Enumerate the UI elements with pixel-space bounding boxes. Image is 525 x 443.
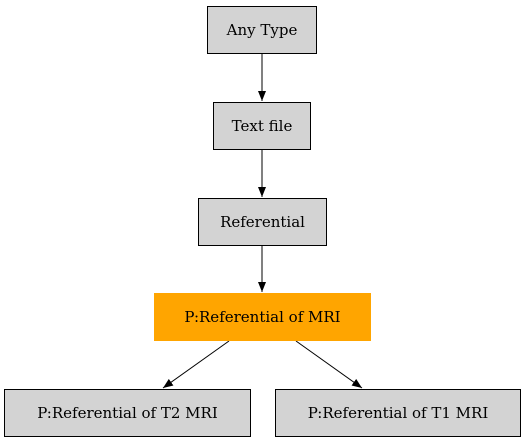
node-referential-of-mri: P:Referential of MRI [154, 293, 371, 341]
edge-referential-mri-to-t2 [162, 340, 230, 389]
node-referential-of-t2-mri: P:Referential of T2 MRI [4, 389, 251, 437]
node-text-file: Text file [213, 102, 311, 150]
node-referential-of-t1-mri: P:Referential of T1 MRI [275, 389, 521, 437]
edge-referential-mri-to-t1 [295, 340, 363, 389]
node-referential: Referential [198, 198, 327, 246]
node-any-type: Any Type [207, 6, 317, 54]
